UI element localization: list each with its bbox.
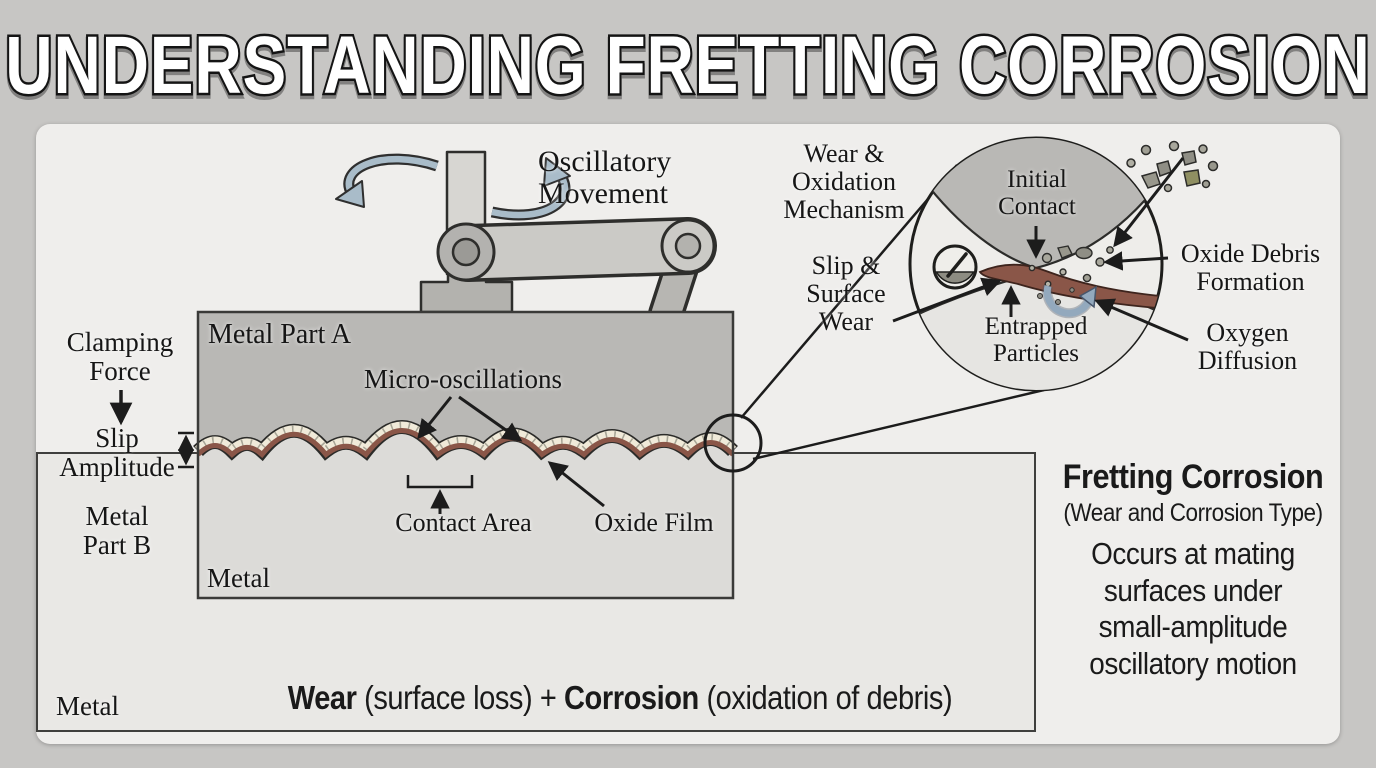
equation-corrosion-note: (oxidation of debris): [698, 679, 953, 716]
left-pivot-pin: [451, 237, 481, 267]
annotation-arrows: [109, 390, 605, 514]
title-text: UNDERSTANDING FRETTING CORROSION: [5, 19, 1370, 111]
slip-amplitude-dimension: [177, 431, 195, 469]
metal-b-under-interface: [198, 427, 733, 597]
equation-corrosion-term: Corrosion: [564, 679, 699, 716]
detail-pointer-arrows: [892, 157, 1189, 342]
tangent-line-top: [740, 164, 958, 419]
oscillator-assembly: [335, 150, 717, 332]
wave-asperity-band: [194, 421, 737, 457]
zoom-source-circle: [703, 413, 763, 473]
entrapped-particles-label: Entrapped Particles: [984, 313, 1088, 367]
metal-part-a-label: Metal Part A: [208, 319, 352, 350]
rotation-arrow-left-icon: [335, 153, 439, 208]
oxygen-diffusion-label: Oxygen Diffusion: [1197, 318, 1298, 375]
wave-oxide-film: [196, 428, 735, 459]
arm-fill: [442, 220, 714, 279]
metal-inner-label: Metal: [207, 563, 270, 593]
gauge-icon: [932, 244, 978, 290]
debris-arrow-1: [1113, 157, 1185, 248]
slip-amplitude-label: Slip Amplitude: [59, 423, 175, 482]
oxide-film-arrow: [547, 461, 605, 508]
oxide-debris-formation-label: Oxide Debris Formation: [1180, 239, 1321, 296]
magnifier-link: [703, 164, 1045, 473]
info-panel-heading: Fretting Corrosion: [1062, 458, 1324, 496]
slip-surface-wear-pointer: [892, 277, 1002, 323]
oxygen-diffusion-pointer: [1094, 298, 1189, 342]
oxide-debris-cluster-icon: [1126, 140, 1219, 193]
initial-contact-label: Initial Contact: [998, 166, 1076, 220]
oxide-debris-pointer: [1103, 251, 1169, 271]
micro-oscillation-arrow-right: [458, 395, 523, 442]
slip-surface-wear-label: Slip & Surface Wear: [806, 251, 886, 336]
metal-part-b-label: Metal Part B: [82, 501, 152, 560]
equation-wear-term: Wear: [287, 679, 357, 716]
metal-outer-label: Metal: [56, 691, 119, 721]
micro-oscillations-label: Micro-oscillations: [364, 364, 562, 394]
contact-area-bracket: [406, 475, 474, 489]
micro-oscillation-arrow-left: [417, 396, 453, 440]
contact-interface-wave: [193, 420, 738, 462]
info-panel-subheading: (Wear and Corrosion Type): [1063, 499, 1323, 527]
right-pivot-pin: [674, 232, 702, 260]
oxygen-diffusion-arrow-icon: [1042, 284, 1097, 319]
title-shadow: UNDERSTANDING FRETTING CORROSION: [5, 22, 1370, 114]
wear-oxidation-mechanism-label: Wear & Oxidation Mechanism: [783, 139, 905, 224]
wear-corrosion-equation: Wear (surface loss) + Corrosion (oxidati…: [250, 679, 989, 717]
rotation-arrow-right-icon: [490, 157, 571, 221]
oscillatory-movement-label: Oscillatory Movement: [538, 145, 672, 211]
tangent-line-bottom: [752, 388, 1045, 461]
equation-wear-note: (surface loss) +: [356, 679, 565, 716]
metal-part-a-box: [198, 312, 733, 598]
oxide-film-label: Oxide Film: [594, 508, 714, 537]
contact-area-label: Contact Area: [395, 508, 532, 537]
info-panel: Fretting Corrosion (Wear and Corrosion T…: [1054, 458, 1333, 682]
page-title: UNDERSTANDING FRETTING CORROSION UNDERST…: [3, 17, 1373, 117]
clamping-force-label: Clamping Force: [66, 327, 174, 386]
metal-part-a-border: [196, 310, 735, 600]
info-panel-body: Occurs at mating surfaces under small-am…: [1089, 536, 1297, 681]
loose-debris-dots: [1037, 287, 1075, 305]
